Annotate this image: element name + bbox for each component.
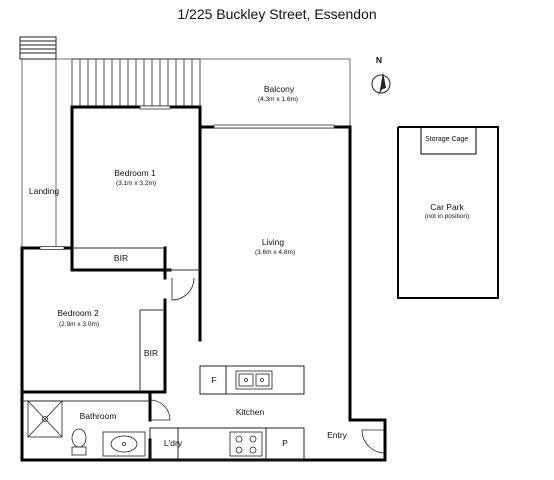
car-park-label: Car Park — [430, 202, 464, 212]
balcony-dims: (4.3m x 1.6m) — [257, 96, 299, 103]
plan-title: 1/225 Buckley Street, Essendon — [177, 6, 377, 22]
balcony-label: Balcony — [263, 84, 295, 94]
windows — [39, 105, 335, 250]
compass-north-label: N — [375, 55, 383, 65]
basin-icon — [102, 431, 146, 457]
kitchen-benches — [149, 365, 305, 461]
compass-icon — [371, 72, 391, 96]
storage-cage-outline — [420, 126, 477, 155]
storage-cage-label: Storage Cage — [425, 136, 469, 143]
balcony-outline — [55, 58, 351, 127]
bedroom2-label: Bedroom 2 — [57, 308, 99, 318]
stairs — [19, 36, 57, 60]
bir1-label: BIR — [113, 253, 129, 263]
shower-icon — [27, 400, 63, 438]
kitchen-label: Kitchen — [235, 407, 265, 417]
entry-label: Entry — [327, 430, 347, 440]
sink-icon — [235, 370, 273, 390]
bedroom1-label: Bedroom 1 — [114, 168, 156, 178]
bedroom2-dims: (2.9m x 3.0m) — [58, 321, 100, 328]
toilet-icon — [71, 428, 87, 456]
bedroom1-dims: (3.1m x 3.2m) — [115, 180, 157, 187]
laundry-label: L'dry — [163, 438, 183, 448]
fridge-label: F — [211, 375, 217, 385]
bathroom-label: Bathroom — [79, 411, 117, 421]
bir2-label: BIR — [143, 348, 159, 358]
landing-label: Landing — [28, 186, 60, 196]
pantry-label: P — [282, 438, 288, 448]
living-label: Living — [261, 237, 285, 247]
deck-hatch — [71, 58, 201, 108]
doors — [149, 277, 386, 454]
living-dims: (3.6m x 4.8m) — [254, 249, 296, 256]
car-park-note: (not in position) — [424, 213, 470, 220]
cooktop-icon — [229, 431, 263, 457]
landing-outline — [21, 59, 57, 248]
walls — [20, 105, 387, 462]
